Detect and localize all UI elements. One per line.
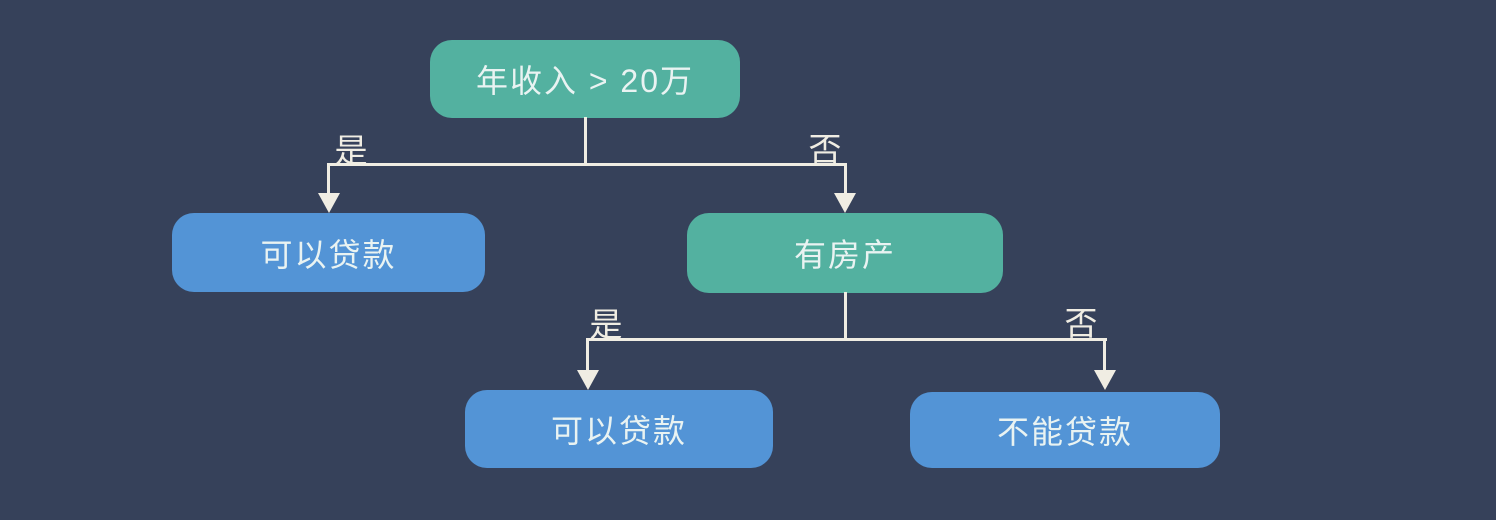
node-loan-approved-left: 可以贷款 bbox=[172, 213, 485, 292]
edge-label-no-2: 否 bbox=[1064, 305, 1098, 342]
connector-root-stem bbox=[584, 117, 587, 165]
arrow-down-icon bbox=[577, 370, 599, 390]
arrow-down-icon bbox=[1094, 370, 1116, 390]
arrow-down-icon bbox=[834, 193, 856, 213]
edge-label-no-1: 否 bbox=[808, 131, 842, 168]
connector-level1-branch bbox=[328, 163, 847, 166]
connector-property-stem bbox=[844, 292, 847, 341]
arrow-down-icon bbox=[318, 193, 340, 213]
node-loan-approved-bottom: 可以贷款 bbox=[465, 390, 773, 468]
connector-yes2-drop bbox=[586, 338, 589, 372]
node-annual-income: 年收入 > 20万 bbox=[430, 40, 740, 118]
connector-level2-branch bbox=[587, 338, 1107, 341]
connector-no2-drop bbox=[1103, 338, 1106, 372]
edge-label-yes-1: 是 bbox=[334, 132, 368, 169]
connector-yes1-drop bbox=[327, 163, 330, 196]
node-has-property: 有房产 bbox=[687, 213, 1003, 293]
node-loan-rejected: 不能贷款 bbox=[910, 392, 1220, 468]
edge-label-yes-2: 是 bbox=[589, 306, 623, 343]
connector-no1-drop bbox=[844, 163, 847, 196]
